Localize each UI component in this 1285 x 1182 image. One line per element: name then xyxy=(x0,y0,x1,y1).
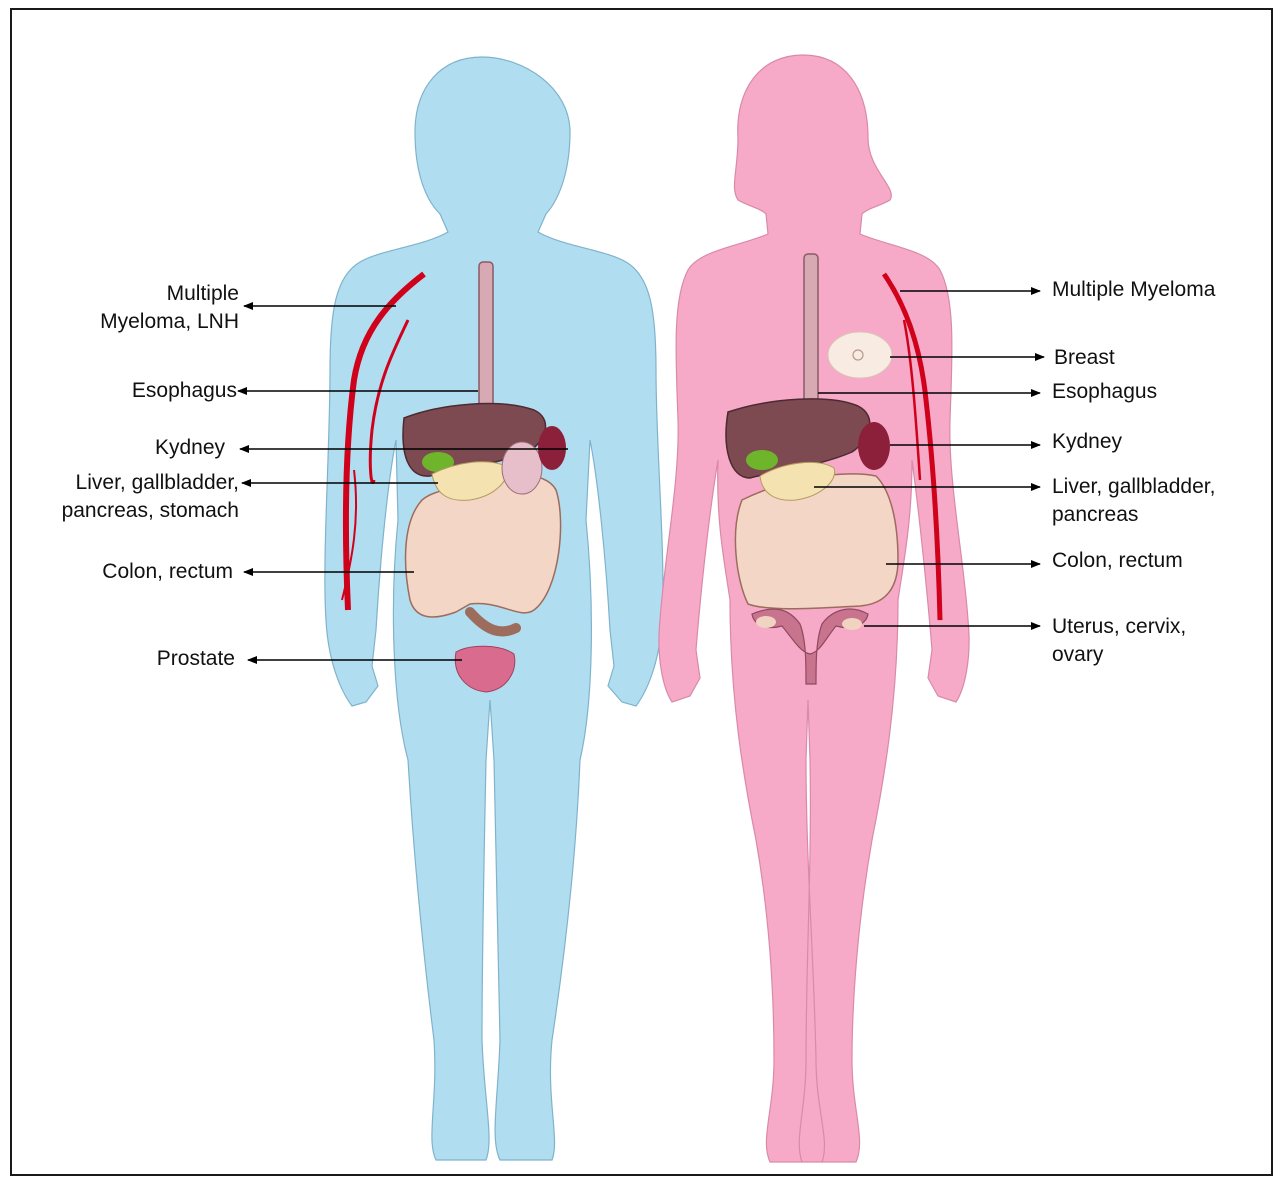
label-female-liver-line1: Liver, gallbladder, xyxy=(1052,473,1215,501)
female-kidney xyxy=(858,422,890,470)
label-male-myeloma-line2: Myeloma, LNH xyxy=(100,308,239,336)
label-female-uterus-line2: ovary xyxy=(1052,641,1186,669)
label-male-myeloma-line1: Multiple xyxy=(100,280,239,308)
label-male-myeloma: Multiple Myeloma, LNH xyxy=(100,280,239,336)
male-kidney xyxy=(538,426,566,470)
label-male-liver: Liver, gallbladder, pancreas, stomach xyxy=(62,469,239,525)
label-female-kidney: Kydney xyxy=(1052,428,1122,456)
label-female-colon: Colon, rectum xyxy=(1052,547,1183,575)
label-female-liver: Liver, gallbladder, pancreas xyxy=(1052,473,1215,529)
label-female-uterus-line1: Uterus, cervix, xyxy=(1052,613,1186,641)
male-figure xyxy=(325,57,663,1160)
label-female-esophagus: Esophagus xyxy=(1052,378,1157,406)
male-body-silhouette xyxy=(325,57,663,1160)
label-male-colon: Colon, rectum xyxy=(102,558,233,586)
label-male-esophagus: Esophagus xyxy=(132,377,237,405)
label-male-prostate: Prostate xyxy=(157,645,235,673)
label-female-liver-line2: pancreas xyxy=(1052,501,1215,529)
label-female-myeloma: Multiple Myeloma xyxy=(1052,276,1215,304)
label-female-uterus: Uterus, cervix, ovary xyxy=(1052,613,1186,669)
female-breast xyxy=(828,332,892,378)
label-male-kidney: Kydney xyxy=(155,434,225,462)
label-male-liver-line1: Liver, gallbladder, xyxy=(62,469,239,497)
female-gallbladder xyxy=(746,450,778,470)
label-male-liver-line2: pancreas, stomach xyxy=(62,497,239,525)
female-ovary-right xyxy=(842,618,862,630)
female-ovary-left xyxy=(756,616,776,628)
female-esophagus xyxy=(804,254,818,412)
male-esophagus xyxy=(479,262,493,412)
label-female-breast: Breast xyxy=(1054,344,1115,372)
